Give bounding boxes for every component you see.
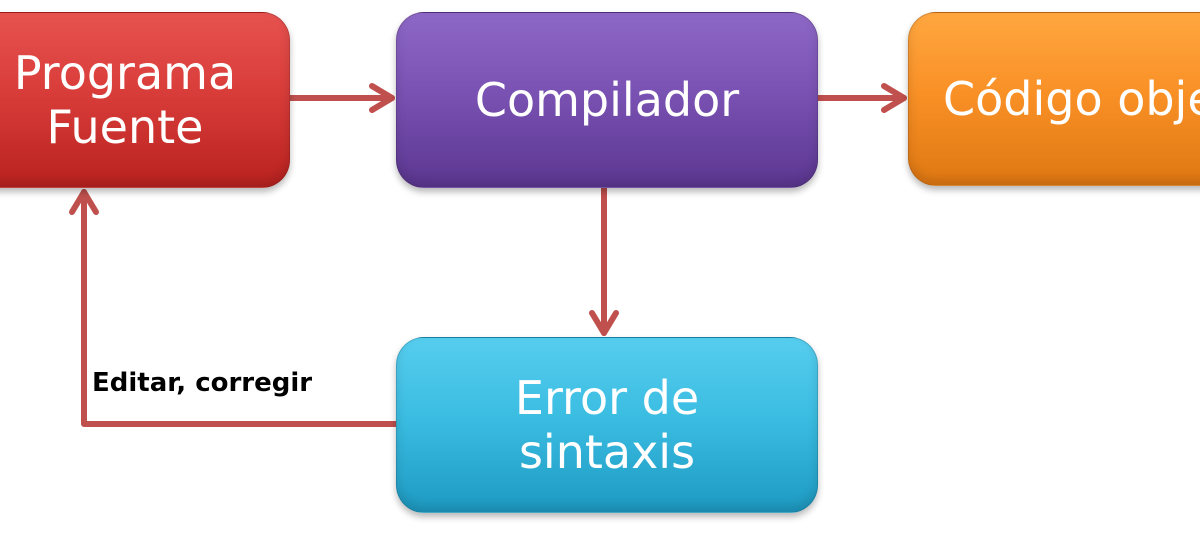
- node-object-code: Código objeto: [908, 12, 1200, 186]
- node-compiler-label: Compilador: [474, 72, 740, 127]
- edge-compiler-to-object: [815, 83, 907, 113]
- node-object-code-label: Código objeto: [943, 71, 1200, 126]
- edge-source-to-compiler: [287, 83, 395, 113]
- node-syntax-error: Error de sintaxis: [396, 337, 818, 513]
- edge-label-edit-correct: Editar, corregir: [92, 368, 313, 398]
- node-syntax-error-label: Error de sintaxis: [514, 370, 700, 479]
- node-source-program-label: Programa Fuente: [13, 45, 237, 154]
- edge-compiler-to-syntax-error: [589, 185, 619, 336]
- node-compiler: Compilador: [396, 12, 818, 188]
- edge-syntax-error-to-source: [69, 189, 399, 427]
- node-source-program: Programa Fuente: [0, 12, 290, 188]
